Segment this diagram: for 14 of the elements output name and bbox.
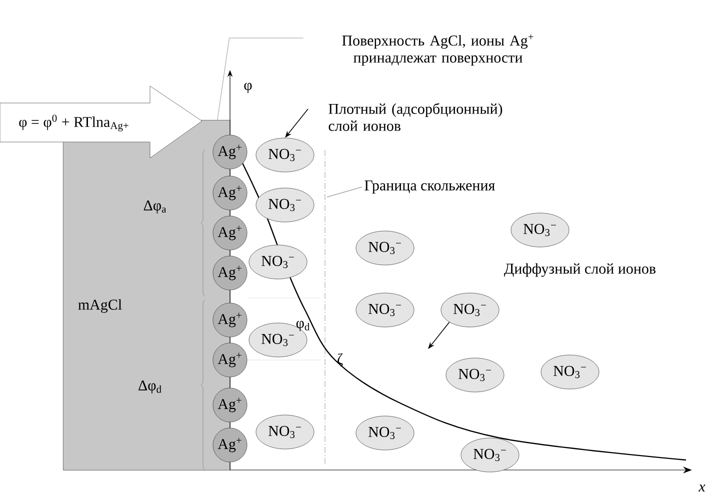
callout-text: Граница скольжения xyxy=(364,180,495,194)
formula-callout: φ = φ$^{0}$ + RTlna$_{Ag+}$ xyxy=(0,86,202,158)
axis-label: φ xyxy=(244,82,252,94)
axis-label: x xyxy=(698,484,706,492)
leader-line xyxy=(217,38,304,120)
callout-text: Поверхность AgCl, ионы Ag$^{+}$ принадлежат поверхности xyxy=(342,34,534,66)
arrow xyxy=(428,322,450,349)
callout-text: Плотный (адсорбционный) слой ионов xyxy=(328,103,502,131)
potential-label: Δφ$_{a}$ xyxy=(144,200,166,214)
potential-label: Δφ$_{d}$ xyxy=(138,380,162,394)
potential-label: φ$_{d}$ xyxy=(296,320,310,332)
potential-label: ζ xyxy=(338,353,343,367)
region-label: Диффузный слой ионов xyxy=(504,263,656,277)
leader-line xyxy=(326,186,362,198)
